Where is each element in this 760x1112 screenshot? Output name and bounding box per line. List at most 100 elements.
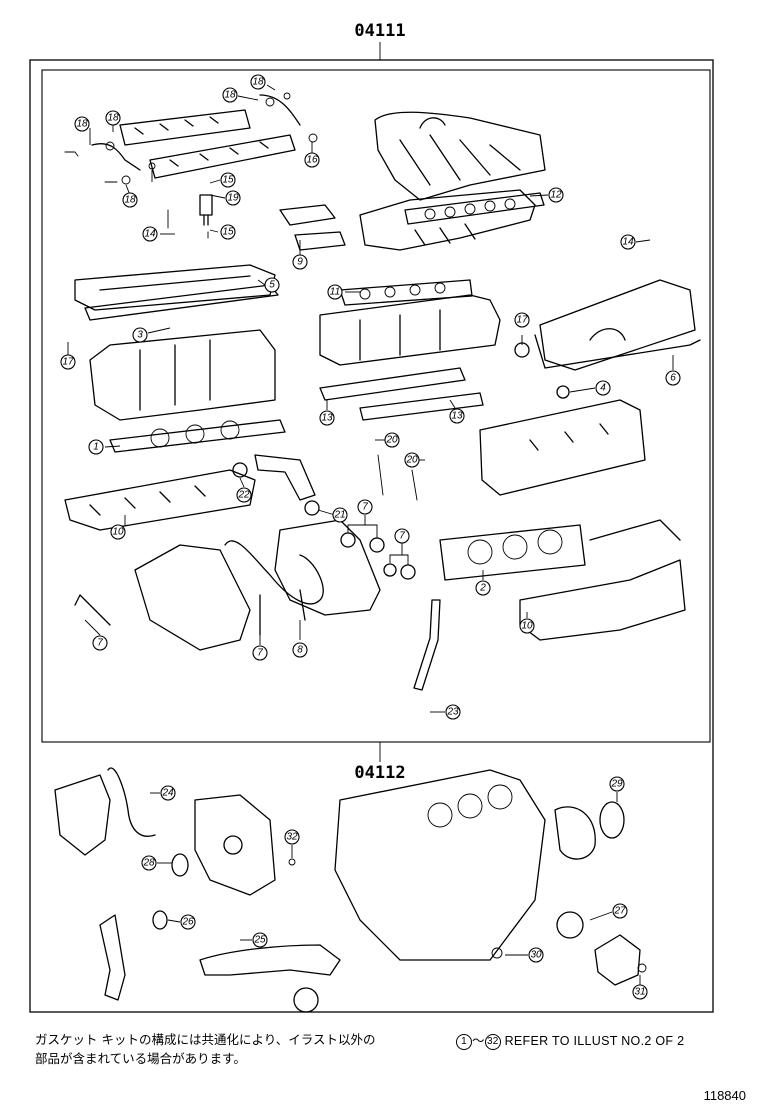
svg-text:9: 9 [297,257,303,268]
svg-text:7: 7 [399,531,405,542]
svg-text:22: 22 [237,490,250,501]
cylinder-head-left [89,329,276,421]
callout-25: 25 [252,932,268,948]
svg-text:15: 15 [222,227,234,238]
svg-text:21: 21 [333,510,345,521]
callout-3: 3 [132,327,148,343]
svg-text:18: 18 [76,119,88,130]
callout-23: 23 [445,704,461,720]
svg-text:19: 19 [227,193,239,204]
svg-text:10: 10 [521,621,533,632]
svg-text:25: 25 [253,935,266,946]
callout-17-a: 17 [60,354,76,370]
svg-text:4: 4 [600,383,606,394]
callouts: 18 18 18 18 16 15 19 14 15 18 12 9 14 5 … [60,74,681,1000]
svg-text:17: 17 [62,357,74,368]
callout-14-b: 14 [620,234,636,250]
callout-10-b: 10 [519,618,535,634]
svg-text:13: 13 [451,411,463,422]
engine-block [334,769,546,961]
svg-text:18: 18 [224,90,236,101]
timing-cover [274,519,381,616]
cylinder-head-right [319,294,501,366]
callout-14-a: 14 [142,226,158,242]
exhaust-manifold-left [64,469,256,531]
ref-tilde: 〜 [472,1034,485,1048]
svg-text:16: 16 [306,155,318,166]
svg-text:7: 7 [257,648,263,659]
svg-text:28: 28 [142,858,155,869]
kit-code-04111: 04111 [354,21,405,41]
svg-text:20: 20 [385,435,398,446]
exhaust-manifold-right [519,519,686,641]
callout-22: 22 [236,487,252,503]
ref-text: REFER TO ILLUST NO.2 OF 2 [504,1034,685,1048]
svg-text:14: 14 [144,229,156,240]
gasket-intake-11 [339,279,473,306]
callout-11: 11 [327,284,343,300]
callout-10-a: 10 [110,524,126,540]
reference-note: 1〜32 REFER TO ILLUST NO.2 OF 2 [456,1030,684,1050]
callout-2: 2 [475,580,491,596]
kit-04111-inner-frame [41,69,711,743]
callout-18-c: 18 [222,87,238,103]
callout-17-b: 17 [514,312,530,328]
svg-text:27: 27 [613,906,626,917]
svg-text:29: 29 [610,779,623,790]
oil-dipstick-guide [413,599,441,691]
japanese-note: ガスケット キットの構成には共通化により、イラスト以外の 部品が含まれている場合… [35,1030,455,1068]
svg-text:7: 7 [362,502,368,513]
rear-seal-retainer [554,806,596,860]
svg-text:6: 6 [670,373,676,384]
callout-7-a: 7 [357,499,373,515]
callout-15-b: 15 [220,224,236,240]
callout-9: 9 [292,254,308,270]
water-outlet [279,204,346,251]
callout-19: 19 [225,190,241,206]
callout-27: 27 [612,903,628,919]
svg-text:24: 24 [161,788,174,799]
callout-30: 30 [528,947,544,963]
callout-18-b: 18 [105,110,121,126]
water-inlet-pipe [99,914,126,1001]
callout-7-d: 7 [252,645,268,661]
svg-text:18: 18 [107,113,119,124]
cylinder-head-cover-right [539,279,696,371]
svg-text:5: 5 [269,280,275,291]
gasket-intake-12 [404,192,545,225]
svg-text:13: 13 [321,413,333,424]
svg-text:31: 31 [634,987,645,998]
head-gasket-right-2 [439,524,586,581]
svg-text:17: 17 [516,315,528,326]
head-cover-gasket-5 [84,284,279,321]
svg-text:10: 10 [112,527,124,538]
callout-13-b: 13 [449,408,465,424]
fuel-pipe [91,94,301,171]
callout-13-a: 13 [319,410,335,426]
callout-leaders [67,84,674,985]
callout-31: 31 [632,984,648,1000]
callout-7-c: 7 [92,635,108,651]
fuel-rail-upper [119,109,251,146]
callout-24: 24 [160,785,176,801]
injector [199,194,213,226]
japanese-note-line1: ガスケット キットの構成には共通化により、イラスト以外の [35,1032,376,1047]
engine-block-left [134,544,251,651]
callout-7-b: 7 [394,528,410,544]
cylinder-head-cover-left [74,264,276,311]
gasket-13-b [359,392,484,421]
svg-text:3: 3 [137,330,143,341]
head-gasket-left-1 [109,419,286,453]
ref-end-circle: 32 [484,1033,501,1050]
kit-code-04112: 04112 [354,763,405,783]
svg-text:15: 15 [222,175,234,186]
callout-26: 26 [180,914,196,930]
intake-plenum [374,111,546,201]
callout-29: 29 [609,776,625,792]
japanese-note-line2: 部品が含まれている場合があります。 [35,1051,246,1066]
svg-text:2: 2 [479,583,486,594]
callout-20-b: 20 [404,452,420,468]
cylinder-head-right-lower [479,399,646,496]
callout-1: 1 [88,439,104,455]
callout-4: 4 [595,380,611,396]
